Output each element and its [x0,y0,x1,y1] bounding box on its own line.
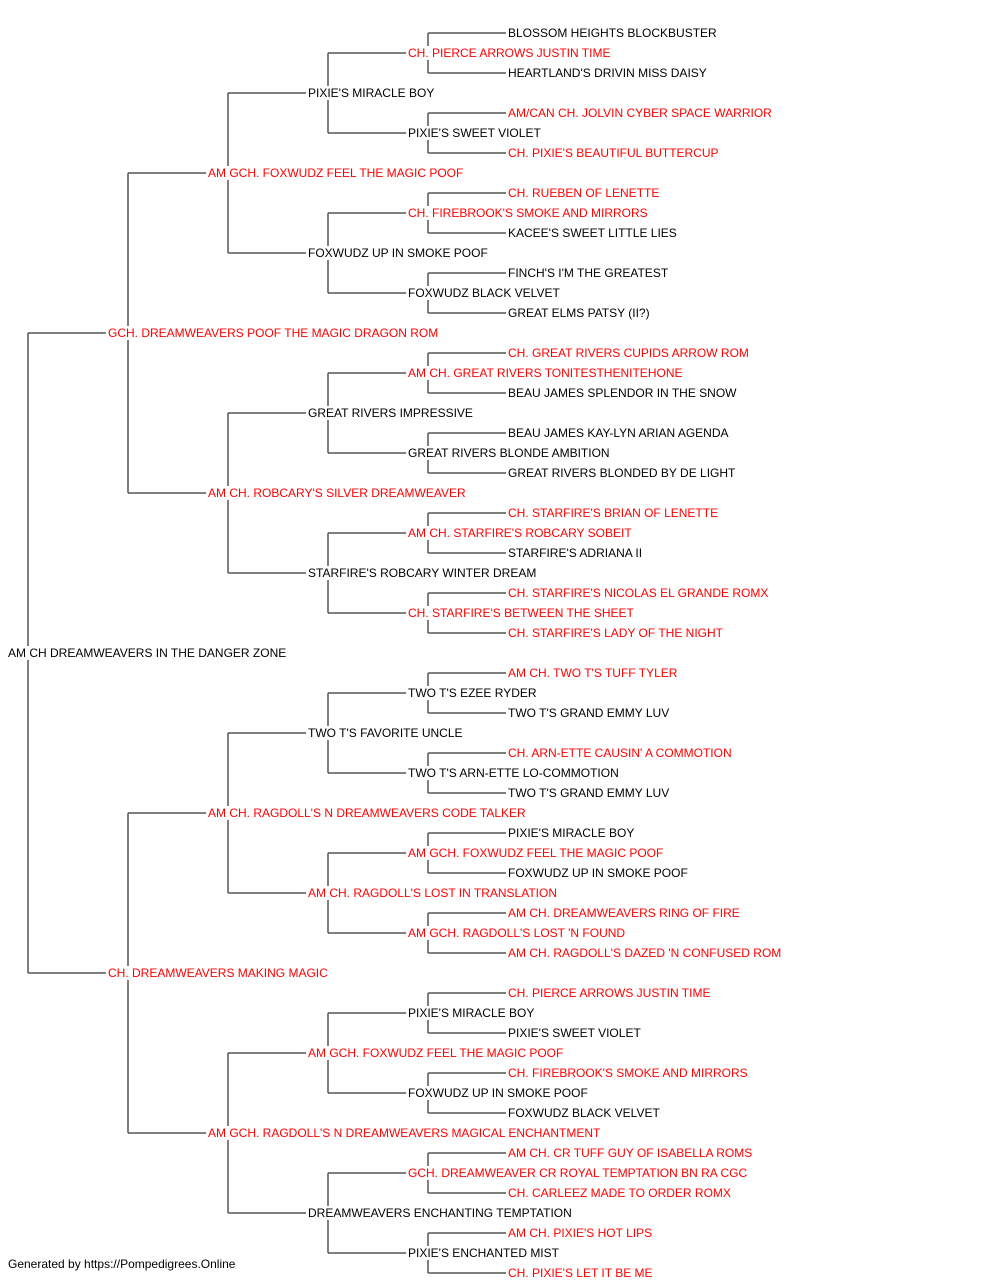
pedigree-name-gen4-ancestor: PIXIE'S SWEET VIOLET [408,126,541,140]
pedigree-name-gen5-ancestor: KACEE'S SWEET LITTLE LIES [508,226,677,240]
pedigree-name-gen5-ancestor: FOXWUDZ BLACK VELVET [508,1106,660,1120]
pedigree-name-gen4-ancestor: PIXIE'S ENCHANTED MIST [408,1246,560,1260]
pedigree-name-gen4-ancestor: PIXIE'S MIRACLE BOY [408,1006,534,1020]
pedigree-name-gen5-ancestor: CH. FIREBROOK'S SMOKE AND MIRRORS [508,1066,748,1080]
pedigree-name-gen5-ancestor: AM CH. CR TUFF GUY OF ISABELLA ROMS [508,1146,752,1160]
pedigree-name-gen5-ancestor: CH. CARLEEZ MADE TO ORDER ROMX [508,1186,731,1200]
pedigree-name-gen5-ancestor: PIXIE'S MIRACLE BOY [508,826,634,840]
pedigree-name-gen5-ancestor: AM CH. DREAMWEAVERS RING OF FIRE [508,906,740,920]
pedigree-name-gen2-ancestor: AM CH. RAGDOLL'S N DREAMWEAVERS CODE TAL… [208,806,526,820]
pedigree-name-gen3-ancestor: AM CH. RAGDOLL'S LOST IN TRANSLATION [308,886,557,900]
pedigree-name-gen4-ancestor: AM CH. STARFIRE'S ROBCARY SOBEIT [408,526,632,540]
pedigree-name-gen5-ancestor: CH. STARFIRE'S BRIAN OF LENETTE [508,506,718,520]
pedigree-name-gen5-ancestor: PIXIE'S SWEET VIOLET [508,1026,641,1040]
pedigree-name-gen2-ancestor: AM GCH. FOXWUDZ FEEL THE MAGIC POOF [208,166,463,180]
pedigree-name-gen2-ancestor: AM GCH. RAGDOLL'S N DREAMWEAVERS MAGICAL… [208,1126,601,1140]
pedigree-name-gen5-ancestor: FOXWUDZ UP IN SMOKE POOF [508,866,688,880]
pedigree-name-gen5-ancestor: STARFIRE'S ADRIANA II [508,546,642,560]
pedigree-name-gen1-ancestor: CH. DREAMWEAVERS MAKING MAGIC [108,966,328,980]
pedigree-name-gen4-ancestor: TWO T'S ARN-ETTE LO-COMMOTION [408,766,619,780]
pedigree-name-gen5-ancestor: BLOSSOM HEIGHTS BLOCKBUSTER [508,26,717,40]
pedigree-name-gen5-ancestor: BEAU JAMES SPLENDOR IN THE SNOW [508,386,737,400]
pedigree-name-gen5-ancestor: GREAT ELMS PATSY (II?) [508,306,650,320]
pedigree-name-gen5-ancestor: GREAT RIVERS BLONDED BY DE LIGHT [508,466,736,480]
pedigree-name-gen4-ancestor: AM GCH. RAGDOLL'S LOST 'N FOUND [408,926,625,940]
pedigree-name-gen4-ancestor: GCH. DREAMWEAVER CR ROYAL TEMPTATION BN … [408,1166,747,1180]
pedigree-name-gen5-ancestor: CH. ARN-ETTE CAUSIN' A COMMOTION [508,746,732,760]
pedigree-name-gen3-ancestor: DREAMWEAVERS ENCHANTING TEMPTATION [308,1206,572,1220]
pedigree-name-gen5-ancestor: FINCH'S I'M THE GREATEST [508,266,669,280]
pedigree-name-gen5-ancestor: CH. PIXIE'S BEAUTIFUL BUTTERCUP [508,146,719,160]
pedigree-name-gen5-ancestor: TWO T'S GRAND EMMY LUV [508,786,669,800]
pedigree-name-gen2-ancestor: AM CH. ROBCARY'S SILVER DREAMWEAVER [208,486,466,500]
pedigree-name-gen3-ancestor: AM GCH. FOXWUDZ FEEL THE MAGIC POOF [308,1046,563,1060]
pedigree-name-gen5-ancestor: CH. PIXIE'S LET IT BE ME [508,1266,653,1280]
pedigree-name-gen5-ancestor: AM CH. PIXIE'S HOT LIPS [508,1226,652,1240]
pedigree-name-gen5-ancestor: CH. STARFIRE'S NICOLAS EL GRANDE ROMX [508,586,768,600]
pedigree-name-gen4-ancestor: TWO T'S EZEE RYDER [408,686,537,700]
pedigree-name-subject: AM CH DREAMWEAVERS IN THE DANGER ZONE [8,646,286,660]
pedigree-name-gen5-ancestor: CH. STARFIRE'S LADY OF THE NIGHT [508,626,724,640]
footer-credit: Generated by https://Pompedigrees.Online [8,1257,236,1271]
pedigree-name-gen4-ancestor: AM CH. GREAT RIVERS TONITESTHENITEHONE [408,366,682,380]
pedigree-name-gen5-ancestor: CH. PIERCE ARROWS JUSTIN TIME [508,986,710,1000]
pedigree-name-gen4-ancestor: CH. PIERCE ARROWS JUSTIN TIME [408,46,610,60]
pedigree-name-gen5-ancestor: AM/CAN CH. JOLVIN CYBER SPACE WARRIOR [508,106,772,120]
pedigree-name-gen4-ancestor: FOXWUDZ BLACK VELVET [408,286,560,300]
pedigree-name-gen5-ancestor: HEARTLAND'S DRIVIN MISS DAISY [508,66,707,80]
pedigree-name-gen3-ancestor: TWO T'S FAVORITE UNCLE [308,726,463,740]
pedigree-name-gen4-ancestor: CH. FIREBROOK'S SMOKE AND MIRRORS [408,206,648,220]
pedigree-name-gen3-ancestor: PIXIE'S MIRACLE BOY [308,86,434,100]
pedigree-name-gen1-ancestor: GCH. DREAMWEAVERS POOF THE MAGIC DRAGON … [108,326,438,340]
pedigree-name-gen5-ancestor: CH. RUEBEN OF LENETTE [508,186,659,200]
pedigree-name-gen4-ancestor: CH. STARFIRE'S BETWEEN THE SHEET [408,606,635,620]
pedigree-name-gen5-ancestor: BEAU JAMES KAY-LYN ARIAN AGENDA [508,426,729,440]
pedigree-name-gen4-ancestor: FOXWUDZ UP IN SMOKE POOF [408,1086,588,1100]
pedigree-name-gen5-ancestor: CH. GREAT RIVERS CUPIDS ARROW ROM [508,346,749,360]
pedigree-name-gen4-ancestor: AM GCH. FOXWUDZ FEEL THE MAGIC POOF [408,846,663,860]
pedigree-name-gen5-ancestor: AM CH. RAGDOLL'S DAZED 'N CONFUSED ROM [508,946,781,960]
pedigree-name-gen3-ancestor: STARFIRE'S ROBCARY WINTER DREAM [308,566,536,580]
pedigree-name-gen3-ancestor: FOXWUDZ UP IN SMOKE POOF [308,246,488,260]
pedigree-name-gen4-ancestor: GREAT RIVERS BLONDE AMBITION [408,446,610,460]
pedigree-name-gen3-ancestor: GREAT RIVERS IMPRESSIVE [308,406,473,420]
pedigree-name-gen5-ancestor: TWO T'S GRAND EMMY LUV [508,706,669,720]
pedigree-name-gen5-ancestor: AM CH. TWO T'S TUFF TYLER [508,666,678,680]
